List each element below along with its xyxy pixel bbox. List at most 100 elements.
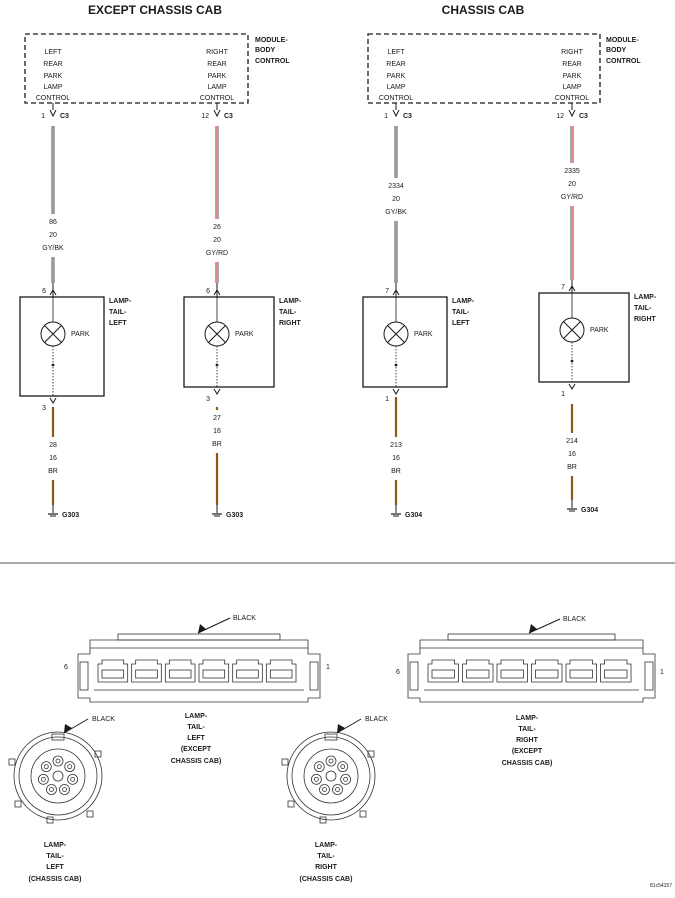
pin-cavity xyxy=(337,761,349,773)
connector-color-label: BLACK xyxy=(92,716,115,723)
header-except-chassis-cab: EXCEPT CHASSIS CAB xyxy=(88,3,222,17)
connector-name-line: LAMP- xyxy=(44,842,67,849)
module-name-line: MODULE- xyxy=(606,37,639,44)
connector-inner-ring xyxy=(303,748,359,804)
pin-number: 1 xyxy=(561,391,565,398)
pin-terminal xyxy=(70,776,76,782)
connector-latch xyxy=(117,633,281,641)
connector-color-label: BLACK xyxy=(233,615,256,622)
key-notch xyxy=(324,733,338,741)
wire-gauge: 20 xyxy=(568,181,576,188)
connector-name-line: CHASSIS CAB) xyxy=(171,758,222,765)
circuit-number: 28 xyxy=(49,442,57,449)
wire-color: GY/RD xyxy=(206,250,228,257)
connector-pin-right-label: 1 xyxy=(660,669,664,676)
lamp-name-line: LAMP- xyxy=(634,294,657,301)
module-name-line: BODY xyxy=(606,47,627,54)
module-right-output-line: PARK xyxy=(208,73,227,80)
connector-name-line: LAMP- xyxy=(185,713,208,720)
pin-terminal xyxy=(335,787,340,792)
splice-dot xyxy=(51,363,55,367)
pin-cavity xyxy=(59,784,70,795)
pointer-arrow-icon xyxy=(529,624,537,633)
pin-terminal xyxy=(40,776,46,782)
connector-body xyxy=(77,639,321,703)
wire-color: GY/BK xyxy=(42,245,64,252)
ground-label: G303 xyxy=(226,512,243,519)
lamp-name-line: TAIL- xyxy=(109,309,127,316)
ground-label: G303 xyxy=(62,512,79,519)
module-name-line: CONTROL xyxy=(255,58,290,65)
lamp-name-line: LEFT xyxy=(109,320,127,327)
bulb-filament xyxy=(387,325,405,343)
pin-terminal xyxy=(43,764,49,770)
pin-terminal xyxy=(269,669,293,679)
connector-face-lamp-tail-right-except xyxy=(407,618,656,703)
module-left-output-line: LEFT xyxy=(387,49,405,56)
pin-cavity xyxy=(325,755,337,767)
connector-outer-ring xyxy=(13,731,103,821)
pin-cavity xyxy=(52,770,64,782)
ground-label: G304 xyxy=(405,512,422,519)
module-left-output-line: PARK xyxy=(44,73,63,80)
pin-cavity xyxy=(600,659,632,683)
bulb-label: PARK xyxy=(71,331,90,338)
module-left-output-line: CONTROL xyxy=(379,95,413,102)
pin-terminal xyxy=(55,758,61,764)
lamp-name-line: LAMP- xyxy=(279,298,302,305)
connector-body xyxy=(407,639,656,703)
connector-id: C3 xyxy=(403,113,412,120)
wire-gauge: 20 xyxy=(213,237,221,244)
connector-name-line: TAIL- xyxy=(518,726,536,733)
lamp-name-line: RIGHT xyxy=(279,320,302,327)
pin-cavity xyxy=(37,773,49,785)
connector-color-label: BLACK xyxy=(563,616,586,623)
connector-name-line: CHASSIS CAB) xyxy=(502,760,553,767)
circuit-number: 86 xyxy=(49,219,57,226)
bulb-filament xyxy=(208,325,226,343)
rim-tab xyxy=(46,816,54,824)
circuit-number: 27 xyxy=(213,415,221,422)
pin-terminal xyxy=(236,669,259,679)
connector-inner-ring xyxy=(30,748,86,804)
pin-terminal xyxy=(500,669,524,679)
module-left-output-line: REAR xyxy=(43,61,62,68)
pointer-arrow-icon xyxy=(198,624,206,633)
rect-connector-views xyxy=(77,617,656,703)
connector-pin-right-label: 1 xyxy=(326,664,330,671)
wire-color: BR xyxy=(48,468,58,475)
pin-terminal xyxy=(322,787,327,792)
connector-view-labels: BLACK 6 1 LAMP- TAIL- LEFT (EXCEPT CHASS… xyxy=(29,615,664,883)
pin-terminal xyxy=(431,669,455,679)
module-right-output-line: RIGHT xyxy=(206,49,229,56)
rim-tab xyxy=(359,810,367,818)
pin-number: 7 xyxy=(385,288,389,295)
connector-name-line: LEFT xyxy=(46,864,64,871)
rim-tab xyxy=(287,800,295,808)
pin-terminal xyxy=(316,764,322,770)
connector-symbol xyxy=(213,388,221,395)
pin-cavity xyxy=(52,755,64,767)
bulb-filament xyxy=(44,325,62,343)
module-right-output-line: CONTROL xyxy=(555,95,589,102)
module-name-line: MODULE- xyxy=(255,37,288,44)
connector-name-line: RIGHT xyxy=(315,864,338,871)
module-left-output-line: LAMP xyxy=(43,84,62,91)
pin-terminal xyxy=(343,776,349,782)
connector-name-line: LAMP- xyxy=(516,715,539,722)
lamp-name-line: TAIL- xyxy=(634,305,652,312)
connector-pin-left-label: 6 xyxy=(64,664,68,671)
pointer-line xyxy=(528,618,561,634)
pin-terminal xyxy=(62,787,67,792)
pin-cavity xyxy=(531,659,563,683)
pin-number: 12 xyxy=(201,113,209,120)
module-right-output-line: CONTROL xyxy=(200,95,234,102)
rim-tab xyxy=(86,810,94,818)
lamp-box xyxy=(538,292,630,383)
module-right-output-line: REAR xyxy=(562,61,581,68)
splice-dot xyxy=(394,363,398,367)
module-name-line: BODY xyxy=(255,47,276,54)
rim-tab xyxy=(94,750,102,758)
pin-number: 7 xyxy=(561,284,565,291)
